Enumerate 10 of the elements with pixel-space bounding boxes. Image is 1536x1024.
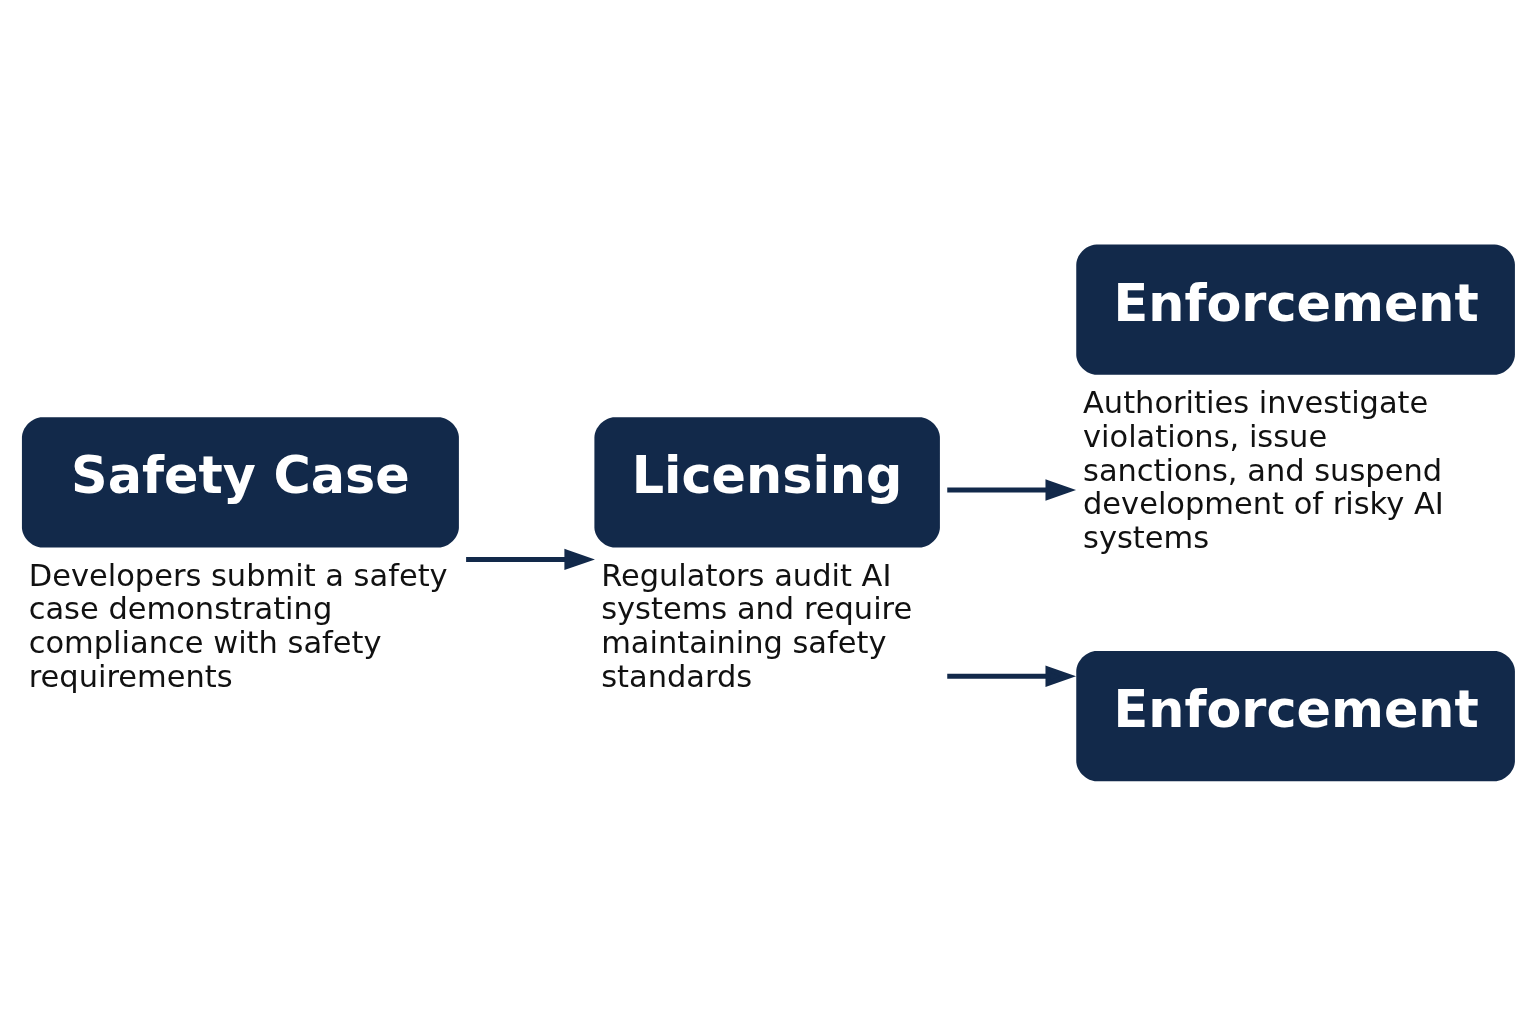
node-label: Developers submit a safety case demonstrating compliance with safety requirements [28, 557, 448, 695]
arrow [466, 548, 595, 571]
arrow [947, 479, 1077, 501]
node-box: Enforcement [1076, 244, 1515, 375]
node-label: Regulators audit AI systems and require maintaining safety standards [601, 557, 913, 695]
node-box: Safety Case [21, 417, 459, 548]
node-box: Enforcement [1076, 650, 1515, 782]
arrow [947, 665, 1077, 687]
node-label: Authorities investigate violations, issue sanctions, and suspend development of risky AI systems [1083, 384, 1444, 556]
node-box: Licensing [594, 417, 940, 548]
